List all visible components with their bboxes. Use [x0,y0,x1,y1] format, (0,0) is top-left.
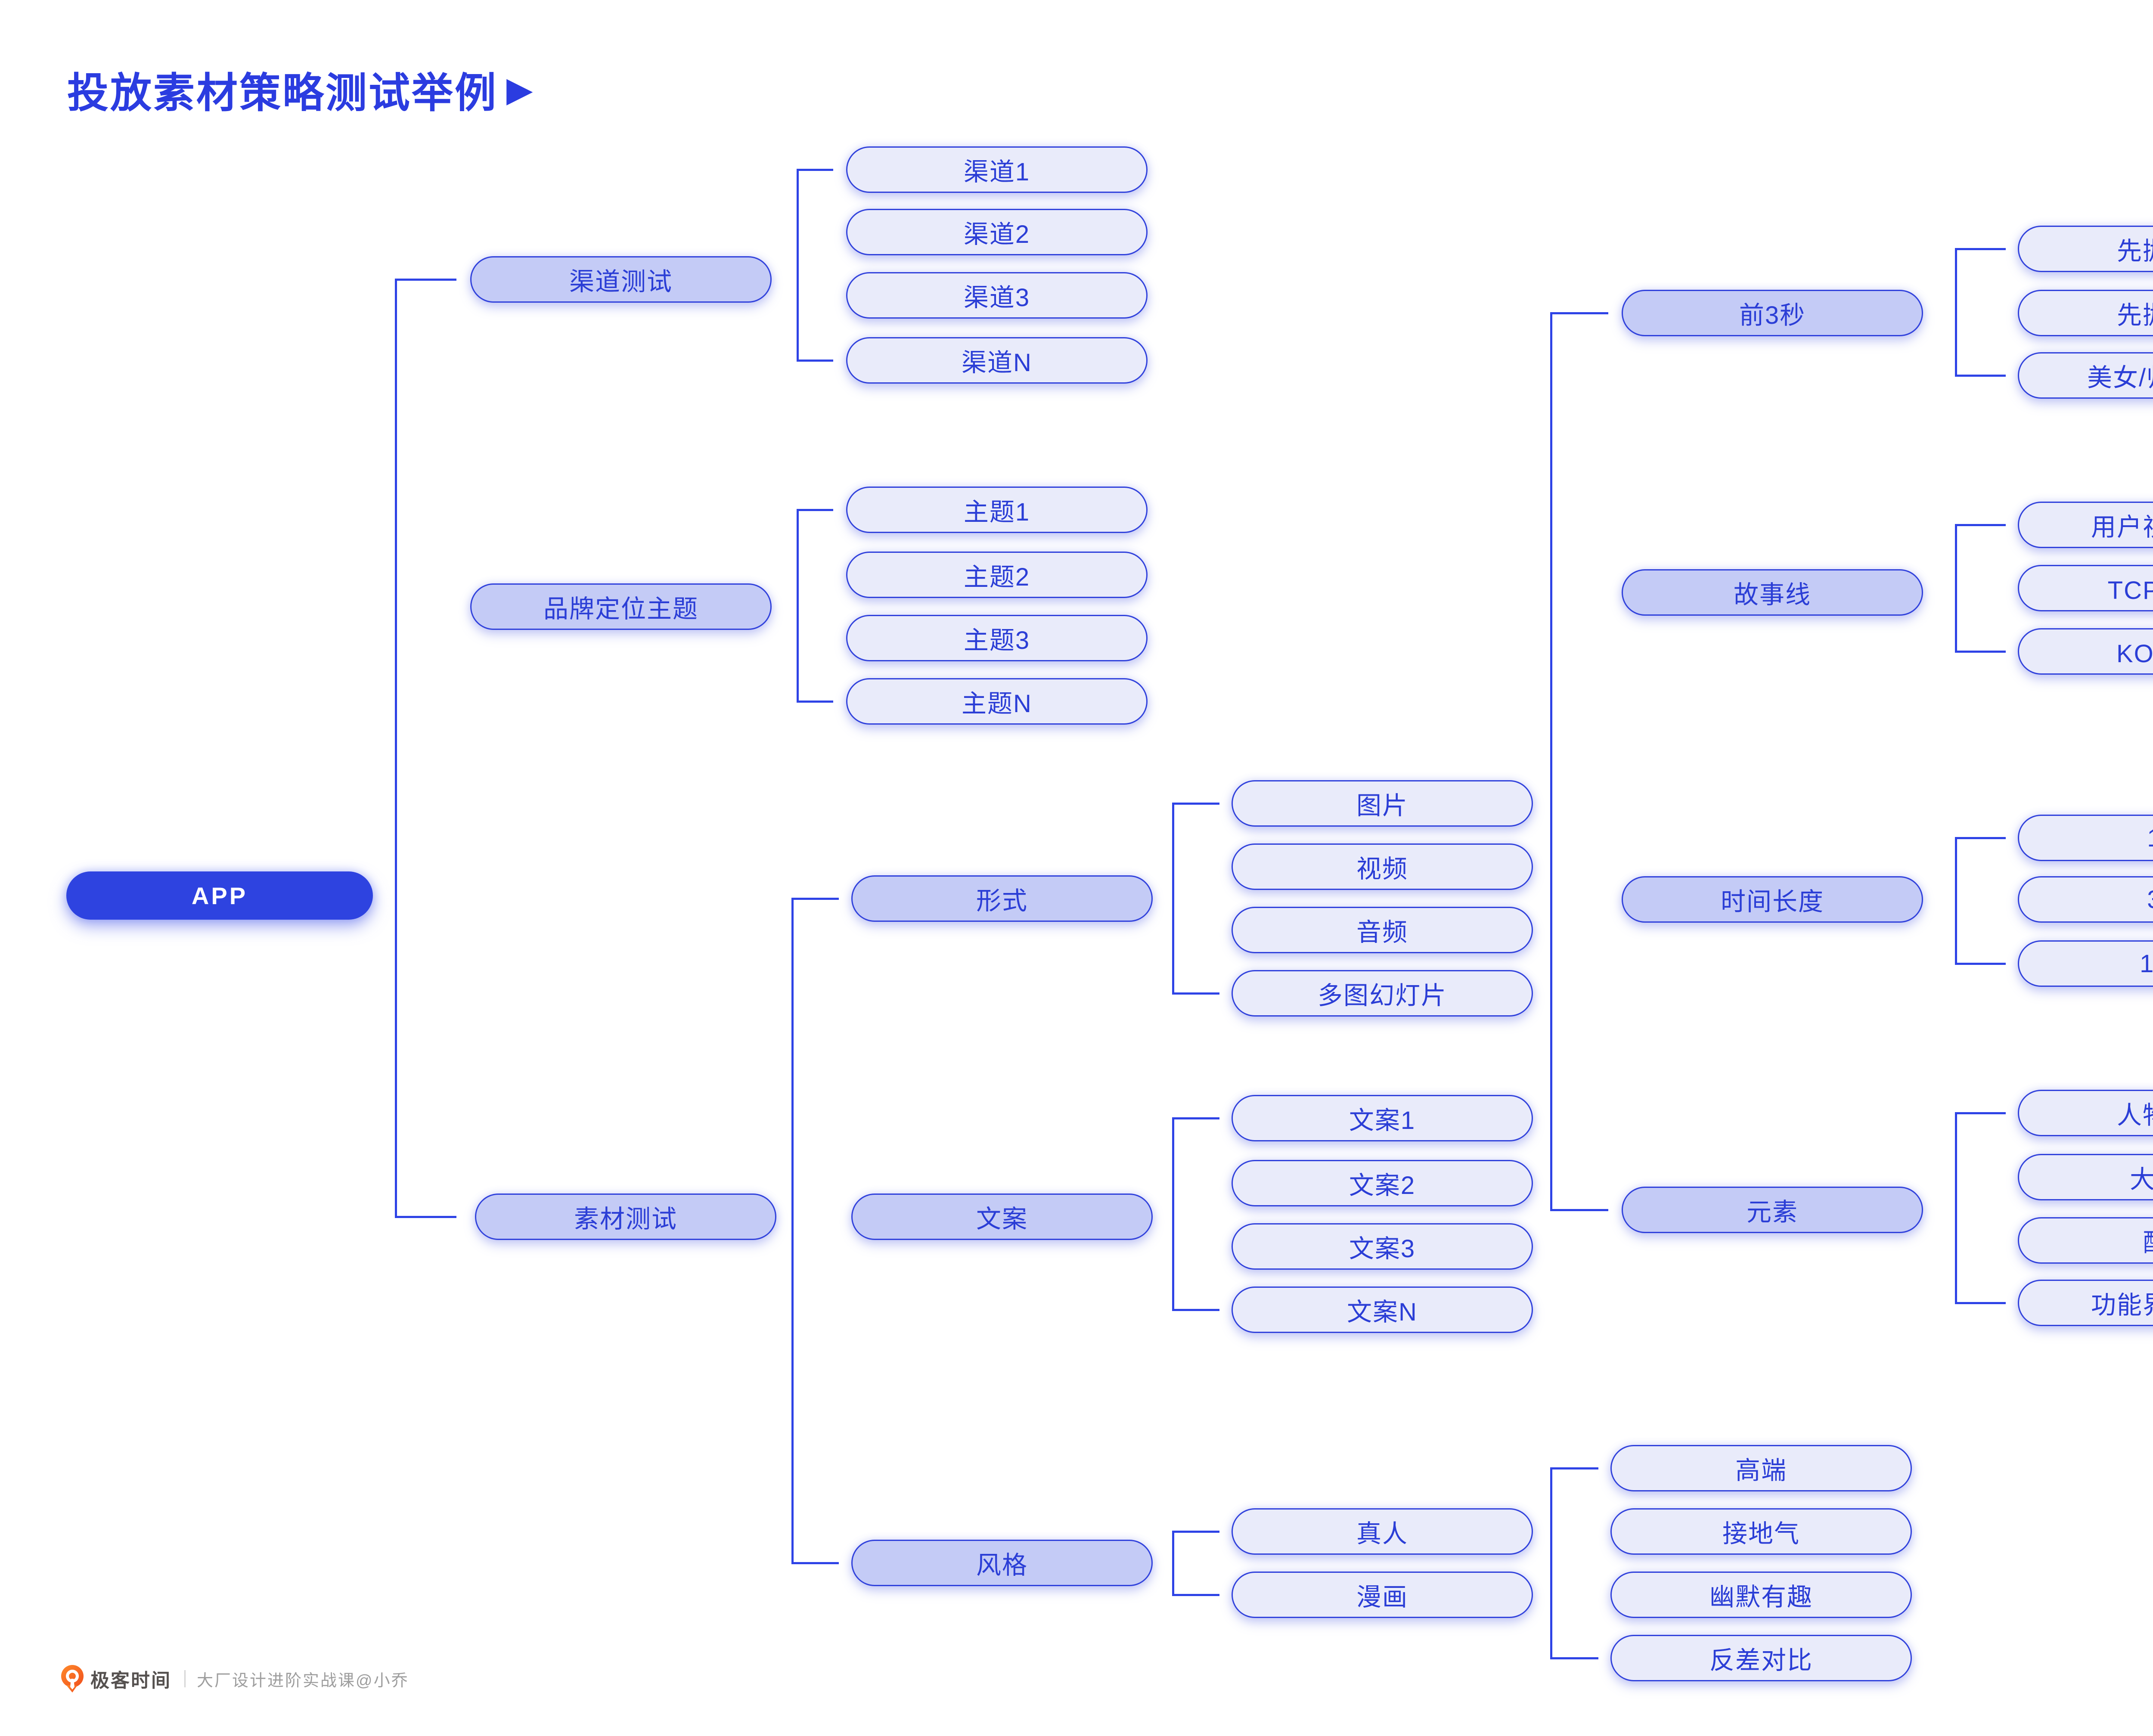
node-channel-test[interactable]: 渠道测试 [470,256,772,303]
connector-line [797,360,833,362]
connector-line [1550,1467,1598,1469]
connector-line [1955,524,1957,653]
node-copywriting[interactable]: 文案 [851,1194,1153,1240]
connector-line [1172,1309,1219,1311]
connector-line [1955,1302,2006,1304]
node-image[interactable]: 图片 [1232,780,1533,827]
connector-line [395,279,456,281]
node-theme-n[interactable]: 主题N [846,678,1148,725]
node-comic[interactable]: 漫画 [1232,1572,1533,1618]
node-channel-3[interactable]: 渠道3 [846,272,1148,319]
node-theme-1[interactable]: 主题1 [846,487,1148,533]
page-title: 投放素材策略测试举例 ▶ [67,59,533,119]
connector-line [1550,1657,1598,1659]
connector-line [791,898,839,900]
node-format[interactable]: 形式 [851,875,1153,922]
connector-line [1172,1117,1219,1119]
footer-brand: 极客时间 [90,1670,171,1691]
node-channel-n[interactable]: 渠道N [846,337,1148,384]
connector-line [1550,312,1608,314]
connector-line [797,169,799,362]
connector-line [1955,248,2006,250]
node-kol-talk[interactable]: KOL口播 [2018,628,2153,675]
connector-line [1172,992,1219,995]
connector-line [1550,1467,1552,1659]
node-big-text[interactable]: 大字报 [2018,1154,2153,1200]
connector-line [1955,837,2006,839]
node-channel-2[interactable]: 渠道2 [846,209,1148,255]
node-hook-feature[interactable]: 先抛功能 [2018,226,2153,272]
connector-line [1172,1531,1174,1596]
connector-line [1172,1531,1219,1533]
connector-line [1550,312,1552,1211]
connector-line [1172,1117,1174,1311]
connector-line [1955,524,2006,526]
connector-line [1172,1594,1219,1596]
node-dur-30s[interactable]: 30s [2018,876,2153,923]
node-channel-1[interactable]: 渠道1 [846,146,1148,193]
connector-line [1955,651,2006,653]
node-tcpp-plot[interactable]: TCPP剧情 [2018,565,2153,611]
node-elements[interactable]: 元素 [1622,1187,1923,1233]
node-copy-2[interactable]: 文案2 [1232,1160,1533,1206]
connector-line [791,898,794,1564]
node-people-focused[interactable]: 人物为主 [2018,1090,2153,1136]
geektime-logo-icon [61,1665,84,1693]
node-dur-1min[interactable]: 1min [2018,940,2153,987]
connector-line [1955,248,1957,377]
footer-divider [184,1670,186,1687]
connector-line [1172,803,1219,805]
node-tone-contrast[interactable]: 反差对比 [1610,1635,1912,1681]
node-brand-theme[interactable]: 品牌定位主题 [470,583,772,630]
connector-line [797,701,833,703]
node-copy-n[interactable]: 文案N [1232,1286,1533,1333]
connector-line [791,1562,839,1564]
node-audio[interactable]: 音频 [1232,907,1533,953]
title-arrow-icon: ▶ [506,70,533,108]
connector-line [797,509,799,703]
connector-line [1172,803,1174,995]
connector-line [1955,1112,2006,1114]
node-slideshow[interactable]: 多图幻灯片 [1232,970,1533,1017]
connector-line [1955,837,1957,965]
node-storyline[interactable]: 故事线 [1622,569,1923,616]
node-tone-humorous[interactable]: 幽默有趣 [1610,1572,1912,1618]
node-ui-demo[interactable]: 功能界面演示 [2018,1280,2153,1326]
node-first-3s[interactable]: 前3秒 [1622,290,1923,336]
node-copy-3[interactable]: 文案3 [1232,1223,1533,1270]
node-style[interactable]: 风格 [851,1540,1153,1586]
node-dur-10s[interactable]: 10s [2018,815,2153,861]
node-bgm[interactable]: 配乐 [2018,1217,2153,1264]
connector-line [1550,1209,1608,1211]
connector-line [797,169,833,171]
node-copy-1[interactable]: 文案1 [1232,1095,1533,1141]
connector-line [395,279,397,1218]
node-tone-grounded[interactable]: 接地气 [1610,1508,1912,1555]
node-duration[interactable]: 时间长度 [1622,876,1923,923]
footer: 极客时间 大厂设计进阶实战课@小乔 [60,1665,409,1693]
node-theme-3[interactable]: 主题3 [846,615,1148,661]
node-tone-high-end[interactable]: 高端 [1610,1445,1912,1491]
node-hook-pain[interactable]: 先抛痛点 [2018,290,2153,336]
node-app[interactable]: APP [66,871,373,920]
node-beauty-attract[interactable]: 美女/帅哥吸引 [2018,352,2153,399]
connector-line [1955,375,2006,377]
page-title-text: 投放素材策略测试举例 [67,70,498,116]
node-material-test[interactable]: 素材测试 [475,1194,776,1240]
footer-course: 大厂设计进阶实战课@小乔 [197,1671,409,1690]
connector-line [797,509,833,511]
node-video[interactable]: 视频 [1232,843,1533,890]
connector-line [1955,963,2006,965]
node-real-person[interactable]: 真人 [1232,1508,1533,1555]
node-theme-2[interactable]: 主题2 [846,552,1148,598]
node-user-pov[interactable]: 用户视角讲述 [2018,502,2153,548]
connector-line [1955,1112,1957,1304]
connector-line [395,1216,456,1218]
